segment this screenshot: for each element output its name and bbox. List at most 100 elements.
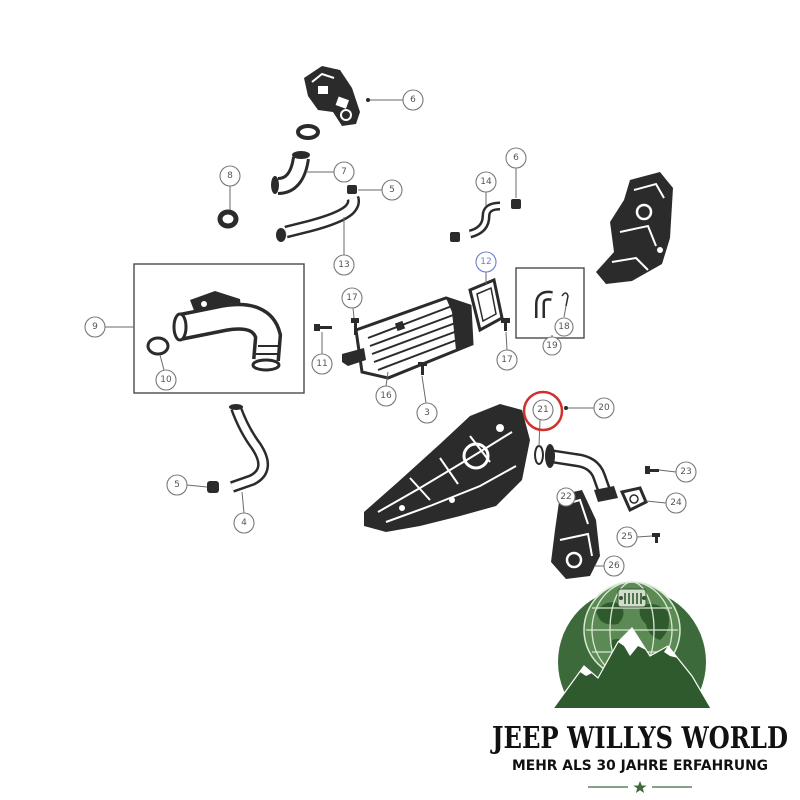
- bolt-head: [314, 324, 320, 331]
- leader-dot: [564, 406, 568, 410]
- leader-line: [352, 307, 355, 319]
- cooler-bracket: [342, 348, 366, 366]
- callout-circle: [554, 317, 574, 337]
- manifold-stud: [496, 424, 504, 432]
- bolt-head: [652, 533, 660, 537]
- callout-label: 23: [680, 467, 691, 477]
- callout-circle: [616, 526, 638, 548]
- callout-circle: [166, 474, 188, 496]
- tube-clamp: [276, 228, 286, 242]
- highlight-ring: [522, 390, 564, 432]
- callout: 4: [233, 491, 255, 534]
- hose-clamp-5: [207, 481, 219, 493]
- callout: 18: [554, 305, 574, 337]
- bolt-23: [645, 466, 659, 474]
- leader-dot: [366, 98, 370, 102]
- valve-port: [335, 96, 350, 109]
- bolt-shank: [320, 326, 332, 329]
- callout-label: 19: [546, 341, 558, 351]
- callout-label: 21: [537, 405, 548, 415]
- callout: 25: [616, 526, 653, 548]
- hose-cap-6: [511, 199, 521, 209]
- flange-hole: [201, 301, 207, 307]
- callout-label: 16: [380, 391, 392, 401]
- callout: 5: [358, 179, 403, 201]
- hose-clamp-top: [296, 124, 320, 140]
- callout-circle: [311, 353, 333, 375]
- tube-end: [251, 358, 281, 372]
- callout-circle: [233, 512, 255, 534]
- hose-end: [229, 404, 243, 410]
- star-icon: [633, 781, 647, 793]
- tube-inner: [177, 306, 279, 361]
- callout-circle: [665, 492, 687, 514]
- bolt-11: [314, 324, 332, 331]
- callout: 3: [416, 375, 438, 424]
- callout: 19: [542, 335, 562, 356]
- inset-box-9: [133, 263, 305, 394]
- callout: 6: [505, 147, 527, 198]
- callout-label: 12: [480, 257, 491, 267]
- hose-cap: [450, 232, 460, 242]
- hose-inner: [230, 406, 267, 491]
- callout-circle: [675, 461, 697, 483]
- callout-circle: [375, 385, 397, 407]
- callout-label: 4: [241, 518, 247, 528]
- callout-label: 17: [346, 293, 357, 303]
- callout-label: 13: [338, 260, 349, 270]
- callout-circle: [333, 254, 355, 276]
- gasket-ring: [534, 445, 544, 465]
- callout-label: 7: [341, 167, 347, 177]
- bolt-head: [645, 466, 650, 474]
- thermostat-housing: [596, 172, 673, 284]
- pipe-flange: [545, 444, 555, 468]
- callout: 23: [658, 461, 697, 483]
- valve-detail: [311, 72, 335, 83]
- leader-line: [563, 305, 567, 318]
- hose-inner: [469, 204, 501, 236]
- callout-label: 10: [160, 375, 172, 385]
- brand-tagline: MEHR ALS 30 JAHRE ERFAHRUNG: [512, 758, 768, 774]
- inset-box-19: [515, 267, 585, 339]
- exhaust-manifold: [364, 404, 530, 532]
- housing-bolt: [657, 247, 663, 253]
- leader-line: [658, 469, 677, 473]
- callout: 9: [84, 316, 134, 338]
- gasket-hole: [629, 494, 639, 504]
- callout: 24: [645, 492, 687, 514]
- cooler-fins: [367, 305, 463, 371]
- callout-circle: [496, 349, 518, 371]
- callout-circle: [155, 369, 177, 391]
- egr-pipe-22: [545, 444, 618, 502]
- callout: 5: [166, 474, 208, 496]
- callout: 20: [564, 397, 615, 419]
- callout-label: 26: [608, 561, 620, 571]
- hose-clamp-8: [217, 209, 239, 229]
- callout-circle: [84, 316, 106, 338]
- housing-port: [635, 203, 653, 221]
- gasket-outline: [619, 486, 648, 513]
- small-hose-inner: [537, 293, 553, 318]
- callout-label: 5: [174, 480, 180, 490]
- mountain-snow: [580, 628, 678, 676]
- tube-inner: [285, 196, 358, 236]
- callout-circle: [333, 161, 355, 183]
- valve-outlet: [340, 109, 352, 121]
- callout-blue: 12: [475, 251, 497, 284]
- gasket-24: [619, 486, 648, 513]
- leader-line: [159, 354, 165, 371]
- cooler-end: [446, 298, 472, 350]
- bolt-head: [501, 318, 510, 323]
- egr-valve-top: [304, 66, 360, 126]
- egr-cooler: [342, 296, 474, 380]
- o-ring-10: [146, 336, 170, 356]
- callout: 7: [306, 161, 355, 183]
- callout: 14: [475, 171, 497, 206]
- callout-label: 6: [513, 153, 519, 163]
- leader-line: [645, 500, 667, 504]
- grille-slots: [624, 593, 642, 604]
- manifold-stud: [449, 497, 455, 503]
- hose-inner: [277, 156, 307, 192]
- callout-circle: [416, 402, 438, 424]
